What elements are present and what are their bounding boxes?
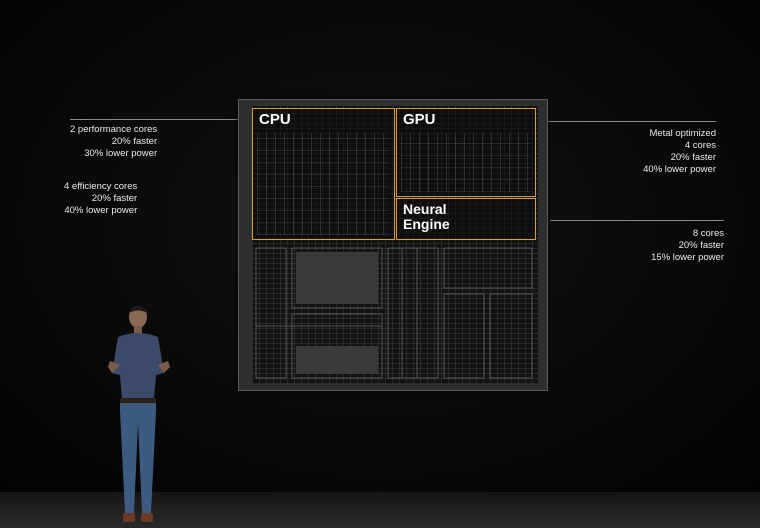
efficiency-power-line: 40% lower power — [64, 205, 138, 216]
neural-speed-line: 20% faster — [678, 240, 724, 251]
die-detail-overlay — [255, 247, 533, 379]
performance-cores-line: 2 performance cores — [70, 124, 158, 135]
performance-speed-line: 20% faster — [111, 136, 158, 147]
presenter — [108, 306, 170, 522]
gpu-specs: Metal optimized 4 cores 20% faster 40% l… — [643, 128, 716, 176]
performance-power-line: 30% lower power — [84, 148, 158, 159]
gpu-circuitry — [401, 133, 531, 192]
neural-engine-specs: 8 cores 20% faster 15% lower power — [651, 228, 724, 264]
neural-engine-label: Neural Engine — [403, 202, 450, 232]
neural-engine-block: Neural Engine — [396, 198, 536, 240]
neural-cores-line: 8 cores — [692, 228, 724, 239]
callout-line-neural — [550, 220, 724, 221]
callout-line-cpu — [70, 119, 242, 120]
gpu-speed-line: 20% faster — [670, 152, 716, 163]
gpu-power-line: 40% lower power — [643, 164, 716, 175]
neural-label-line1: Neural — [403, 201, 447, 217]
neural-power-line: 15% lower power — [651, 252, 724, 263]
cpu-label: CPU — [259, 111, 291, 128]
efficiency-cores-specs: 4 efficiency cores 20% faster 40% lower … — [64, 181, 137, 217]
performance-cores-specs: 2 performance cores 20% faster 30% lower… — [70, 124, 157, 160]
callout-line-gpu — [546, 121, 716, 122]
gpu-cores-line: 4 cores — [684, 140, 716, 151]
gpu-metal-line: Metal optimized — [649, 128, 716, 139]
chip-die: CPU GPU Neural Engine — [238, 99, 548, 391]
neural-label-line2: Engine — [403, 216, 450, 232]
cpu-circuitry — [257, 133, 390, 235]
efficiency-cores-line: 4 efficiency cores — [64, 181, 138, 192]
gpu-block: GPU — [396, 108, 536, 197]
cpu-block: CPU — [252, 108, 395, 240]
efficiency-speed-line: 20% faster — [91, 193, 138, 204]
gpu-label: GPU — [403, 111, 436, 128]
